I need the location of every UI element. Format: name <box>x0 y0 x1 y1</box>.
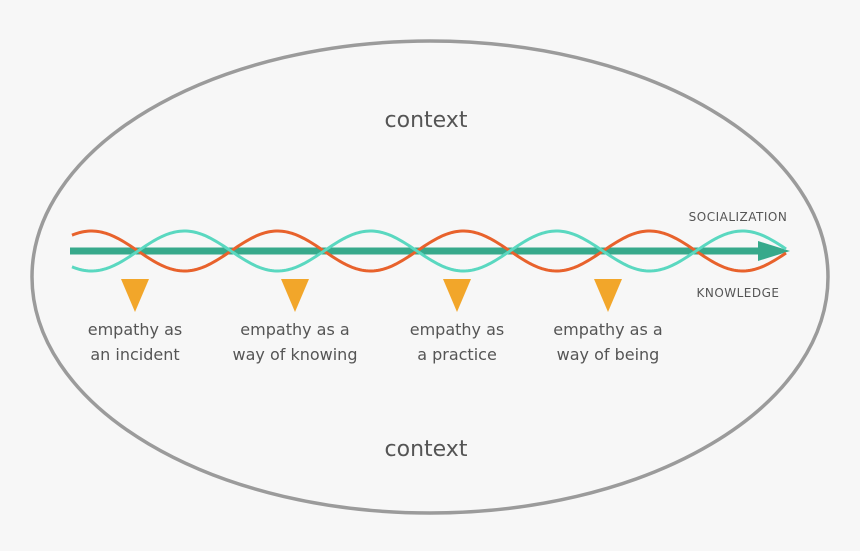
stage-incident: empathy as an incident <box>88 279 183 364</box>
knowledge-wave <box>71 229 787 273</box>
stage-label-line2: way of being <box>557 345 660 364</box>
stage-label-line1: empathy as a <box>240 320 349 339</box>
socialization-wave <box>71 229 787 273</box>
context-label-bottom: context <box>385 437 468 462</box>
stage-practice: empathy as a practice <box>410 279 505 364</box>
stage-label-line1: empathy as <box>410 320 505 339</box>
context-ellipse <box>30 39 830 515</box>
stage-label-line1: empathy as <box>88 320 183 339</box>
stage-label-line2: a practice <box>417 345 497 364</box>
stage-marker <box>121 279 149 312</box>
context-label-top: context <box>385 108 468 133</box>
stage-label-line2: an incident <box>90 345 179 364</box>
timeline-arrowhead <box>758 241 790 261</box>
stage-way-of-being: empathy as a way of being <box>553 279 663 364</box>
knowledge-label: KNOWLEDGE <box>696 286 779 300</box>
stage-marker <box>443 279 471 312</box>
socialization-label: SOCIALIZATION <box>689 210 788 224</box>
stage-way-of-knowing: empathy as a way of knowing <box>233 279 358 364</box>
stage-label-line1: empathy as a <box>553 320 662 339</box>
stage-marker <box>281 279 309 312</box>
stage-label-line2: way of knowing <box>233 345 358 364</box>
stage-marker <box>594 279 622 312</box>
